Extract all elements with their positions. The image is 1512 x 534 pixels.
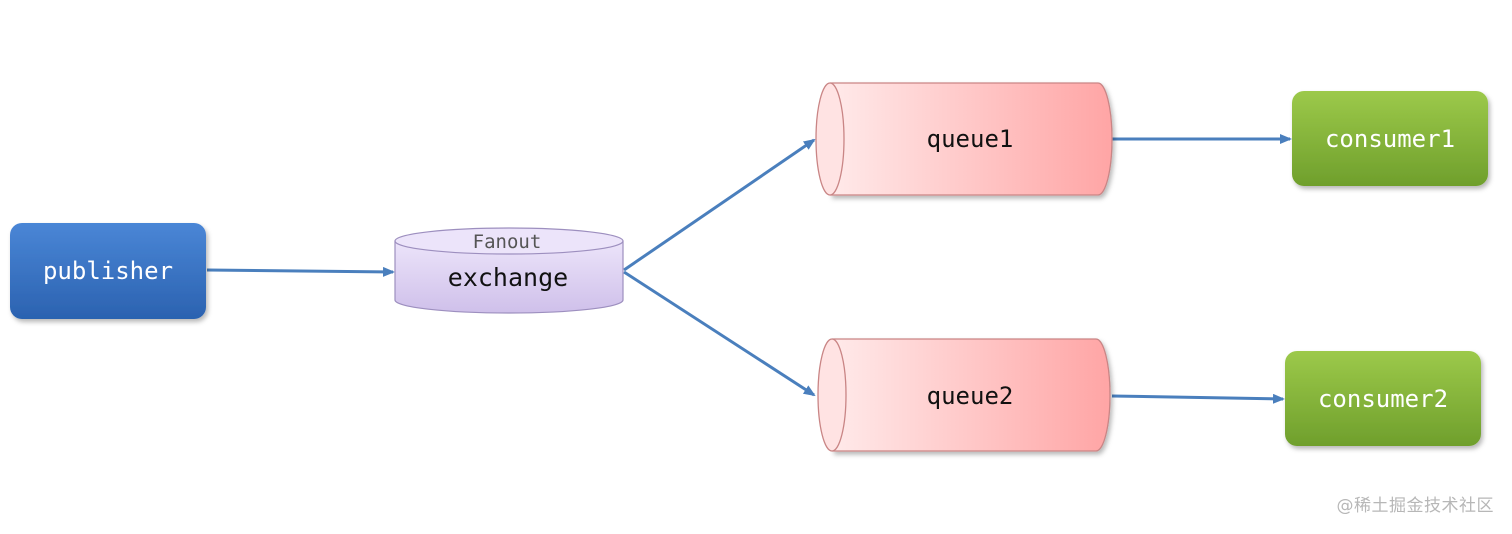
consumer2-label: consumer2	[1318, 385, 1448, 413]
consumer2-node: consumer2	[1285, 351, 1481, 446]
consumer1-node: consumer1	[1292, 91, 1488, 186]
publisher-node: publisher	[10, 223, 206, 319]
queue2-label: queue2	[927, 382, 1014, 410]
watermark: @稀土掘金技术社区	[1336, 496, 1494, 516]
consumer1-label: consumer1	[1325, 125, 1455, 153]
edge-exchange-queue2	[623, 270, 816, 397]
exchange-node: Fanout exchange	[394, 227, 624, 314]
exchange-type-label: Fanout	[473, 231, 542, 253]
queue1-label: queue1	[927, 125, 1014, 153]
queue2-node: queue2	[817, 338, 1111, 452]
edge-publisher-exchange	[206, 266, 395, 277]
publisher-label: publisher	[43, 257, 173, 285]
edge-exchange-queue1	[623, 138, 816, 272]
exchange-label: exchange	[448, 263, 568, 292]
edge-queue2-consumer2	[1111, 393, 1285, 404]
queue1-node: queue1	[815, 82, 1113, 196]
